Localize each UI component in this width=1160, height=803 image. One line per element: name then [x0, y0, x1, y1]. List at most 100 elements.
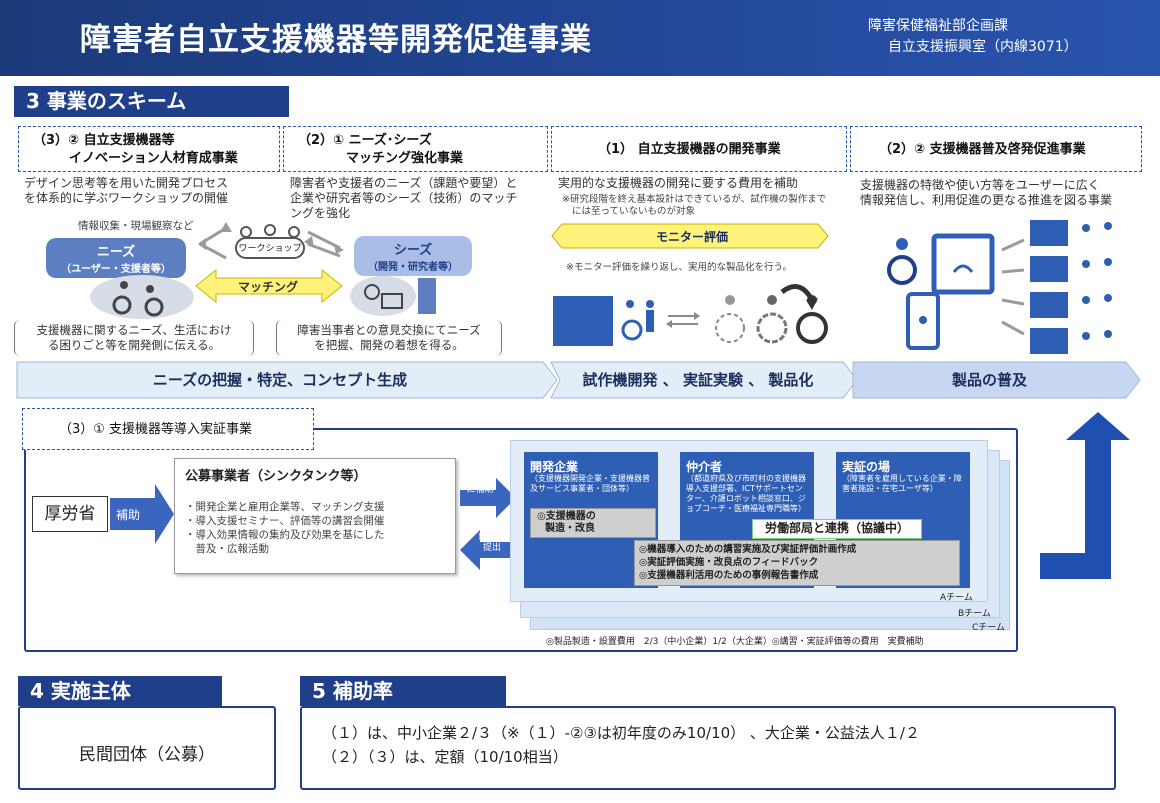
demo-title: （3）① 支援機器等導入実証事業 [59, 422, 253, 437]
distribution-buildings [1030, 220, 1112, 354]
seeds-bracket-line2: を把握、開発の着想を得る。 [314, 338, 464, 352]
office-label: 自立支援振興室（内線3071） [888, 39, 1078, 55]
demo-title-box: （3）① 支援機器等導入実証事業 [22, 408, 314, 450]
monitor-evaluation-label: モニター評価 [655, 230, 728, 244]
needs-users-illustration [90, 275, 194, 319]
seeds-title: シーズ [393, 243, 433, 258]
implementing-body: 民間団体（公募） [79, 745, 215, 765]
col-c-title-box: （1） 自立支援機器の開発事業 [551, 126, 847, 172]
section3-heading: 3 事業のスキーム [14, 86, 289, 117]
col-a-title-line2: イノベーション人材育成事業 [69, 151, 238, 166]
department-label: 障害保健福祉部企画課 [868, 18, 1008, 34]
task-item: ◎実証評価実施・改良点のフィードバック [639, 557, 819, 568]
info-gathering-label: 情報収集・現場観察など [78, 220, 194, 232]
building-icon [418, 278, 436, 314]
tablet-signal-icon [931, 233, 995, 295]
section5-box: （１）は、中小企業２/３（※（１）-②③は初年度のみ10/10） 、大企業・公益… [300, 706, 1116, 790]
subsidy-rate-line2: （２）（３）は、定額（10/10相当） [322, 748, 568, 766]
needs-bracket-line2: る困りごと等を開発側に伝える。 [47, 338, 221, 352]
col-d-desc-line2: 情報発信し、利用促進の更なる推進を図る事業 [860, 193, 1113, 207]
col-d-title: （2）② 支援機器普及啓発促進事業 [879, 142, 1086, 157]
needs-bubble: ニーズ （ユーザー・支援者等） [46, 238, 186, 278]
broker-sub: （都道府県及び市町村の支援機器導入支援部署、ICTサポートセンター、介護ロボット… [686, 474, 806, 513]
header-banner [0, 0, 1160, 76]
smartphone-mic-icon [906, 292, 940, 350]
needs-title: ニーズ [96, 245, 136, 260]
workshop-label: ワークショップ [238, 244, 302, 254]
col-d-title-box: （2）② 支援機器普及啓発促進事業 [850, 126, 1142, 172]
to-team-label: チーム に補助 [464, 474, 496, 496]
workshop-group-icon [235, 224, 305, 259]
subsidy-footnote: ◎製品製造・設置費用 2/3（中小企業）1/2（大企業）◎講習・実証評価等の費用… [546, 637, 924, 647]
to-team-line2: に補助 [466, 485, 494, 495]
contractor-item: 普及・広報活動 [185, 543, 269, 555]
needs-subtitle: （ユーザー・支援者等） [61, 264, 171, 275]
result-line1: 結果の [478, 532, 506, 542]
dev-task-line1: ◎支援機器の [537, 511, 596, 522]
col-a-desc-line2: を体系的に学ぶワークショップの開催 [24, 191, 229, 205]
subsidy-label: 補助 [116, 508, 141, 522]
wheelchair-user-icon [887, 255, 917, 285]
section5-heading: 5 補助率 [300, 676, 506, 706]
dev-task-box: ◎支援機器の 製造・改良 [530, 508, 656, 538]
seeds-bubble: シーズ （開発・研究者等） [354, 236, 472, 276]
contractor-item: ・開発企業と雇用企業等、マッチング支援 [185, 501, 385, 513]
team-c-label: Cチーム [972, 623, 1006, 633]
seeds-bracket-line1: 障害当事者との意見交換にてニーズ [297, 323, 481, 337]
contractor-item: ・導入効果情報の集約及び効果を基にした [185, 529, 385, 541]
labor-dept-note: 労働部局と連携（協議中） [752, 519, 922, 539]
contractor-box: 公募事業者（シンクタンク等） ・開発企業と雇用企業等、マッチング支援 ・導入支援… [174, 458, 456, 574]
col-a-title-box: （3）② 自立支援機器等 イノベーション人材育成事業 [18, 126, 280, 172]
task-item: ◎機器導入のための講習実施及び実証評価計画作成 [639, 544, 857, 555]
section4-box: 民間団体（公募） [18, 706, 276, 790]
wheelchair-progression-icon [715, 295, 828, 344]
monitor-note: ※モニター評価を繰り返し、実用的な製品化を行う。 [566, 262, 792, 273]
broker-title: 仲介者 [686, 460, 723, 474]
wheelchair-user-icon [621, 300, 654, 341]
researcher-illustration [350, 276, 416, 316]
dev-company-title: 開発企業 [530, 460, 579, 474]
col-c-title: （1） 自立支援機器の開発事業 [598, 142, 781, 157]
dev-task-line2: 製造・改良 [545, 523, 595, 534]
banner-prototype: 試作機開発 、 実証実験 、 製品化 [582, 371, 814, 389]
subsidy-rate-line1: （１）は、中小企業２/３（※（１）-②③は初年度のみ10/10） 、大企業・公益… [322, 724, 920, 742]
section4-heading: 4 実施主体 [18, 676, 222, 706]
banner-needs-concept: ニーズの把握・特定、コンセプト生成 [152, 371, 408, 389]
page-title: 障害者自立支援機器等開発促進事業 [80, 22, 592, 58]
team-b-label: Bチーム [958, 609, 991, 619]
result-line2: 提出 [482, 543, 501, 553]
contractor-item: ・導入支援セミナー、評価等の講習会開催 [185, 515, 385, 527]
col-d-desc-line1: 支援機器の特徴や使い方等をユーザーに広く [860, 178, 1100, 192]
seeds-subtitle: （開発・研究者等） [368, 262, 458, 273]
col-c-desc: 実用的な支援機器の開発に要する費用を補助 [558, 176, 799, 190]
col-b-desc-line1: 障害者や支援者のニーズ（課題や要望）と [290, 176, 518, 190]
col-b-desc-line2: 企業や研究者等のシーズ（技術）のマッチ [290, 191, 518, 205]
wheelchair-user-icon [112, 281, 164, 317]
seeds-bracket-note: 障害当事者との意見交換にてニーズ を把握、開発の着想を得る。 [276, 320, 502, 356]
task-item: ◎支援機器利活用のための事例報告書作成 [639, 570, 819, 581]
dev-company-sub: （支援機器開発企業・支援機器普及サービス事業者・団体等） [530, 474, 650, 493]
site-title: 実証の場 [842, 460, 891, 474]
tasks-box: ◎機器導入のための講習実施及び実証評価計画作成 ◎実証評価実施・改良点のフィード… [634, 540, 960, 586]
col-b-desc-line3: ングを強化 [290, 206, 351, 220]
team-a-label: Aチーム [940, 593, 973, 603]
researcher-icon [364, 284, 403, 309]
to-team-line1: チーム [466, 474, 494, 484]
site-sub: （障害者を雇用している企業・障害者施設・在宅ユーザ等） [842, 474, 962, 493]
banner-dissemination: 製品の普及 [951, 371, 1027, 389]
needs-bracket-note: 支援機器に関するニーズ、生活におけ る困りごと等を開発側に伝える。 [14, 320, 254, 356]
col-b-title-box: （2）① ニーズ･シーズ マッチング強化事業 [283, 126, 548, 172]
workshop-group: ワークショップ [232, 224, 308, 262]
demo-frame [24, 428, 1018, 652]
mhlw-box: 厚労省 [32, 496, 108, 532]
building-icon [553, 296, 613, 346]
col-b-title-line1: （2）① ニーズ･シーズ [298, 133, 432, 148]
col-c-note-line2: には至っていないものが対象 [572, 206, 696, 217]
needs-bracket-line1: 支援機器に関するニーズ、生活におけ [36, 323, 232, 337]
col-a-title-line1: （3）② 自立支援機器等 [33, 133, 175, 148]
col-c-note-line1: ※研究段階を終え基本設計はできているが、試作機の製作まで [562, 194, 827, 205]
col-a-desc-line1: デザイン思考等を用いた開発プロセス [24, 176, 229, 190]
contractor-title: 公募事業者（シンクタンク等） [185, 469, 367, 484]
col-b-title-line2: マッチング強化事業 [346, 151, 464, 166]
promotion-illustration [887, 233, 995, 350]
